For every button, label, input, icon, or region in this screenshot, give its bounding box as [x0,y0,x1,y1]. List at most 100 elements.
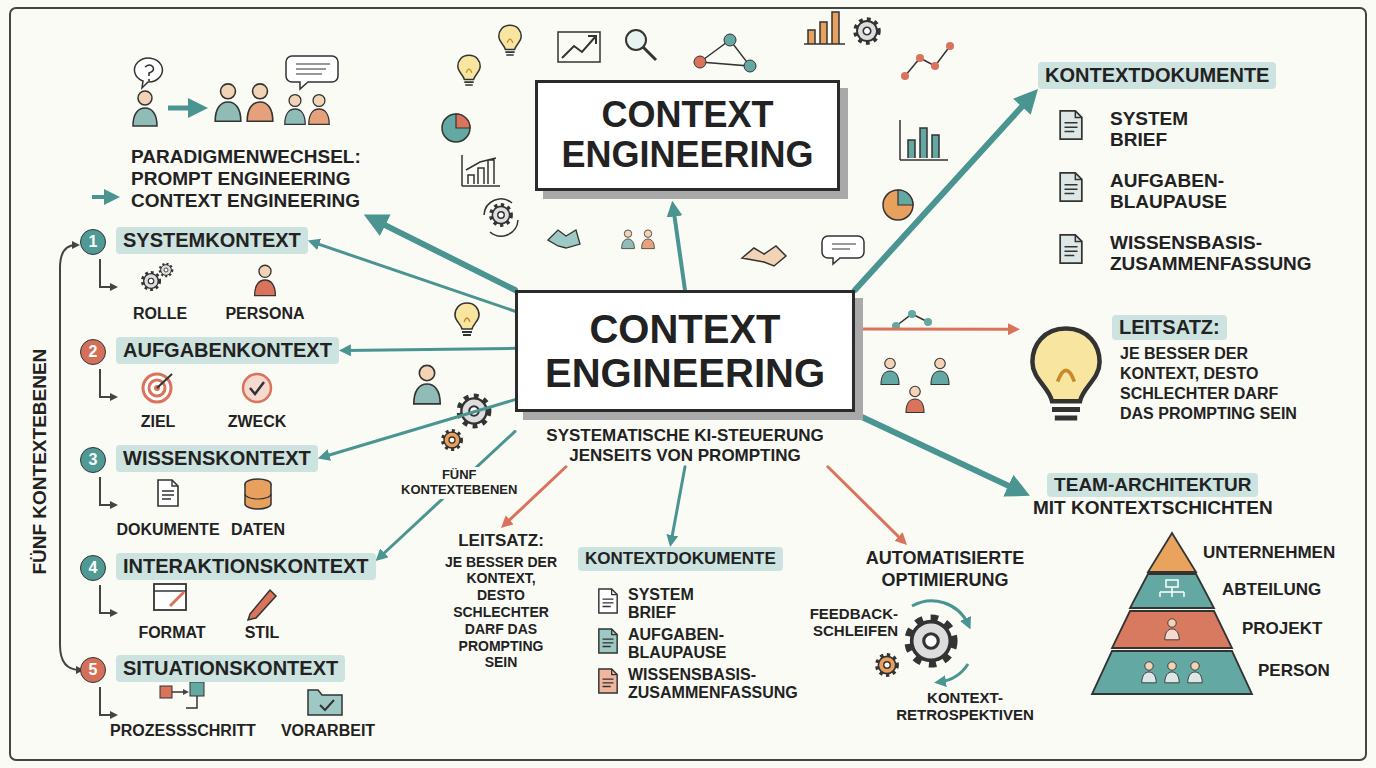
optimization-heading-text: AUTOMATISIERTE OPTIMIERUNG [853,548,1037,591]
item-label: WISSENSBASIS- ZUSAMMENFASSUNG [628,666,798,702]
connector-arrow [855,327,1014,330]
connector-arrow [671,467,685,541]
callout-number: 4 [80,555,106,581]
item-label: ZIEL [141,413,176,431]
principle-note-text: LEITSATZ: [1112,315,1227,340]
item-label: PROJEKT [1242,619,1322,638]
center-icons [906,386,924,412]
connector-arrow [828,467,903,541]
level-heading-text: WISSENSKONTEXT [123,447,311,470]
top-icons [916,54,924,62]
feedback-cycle [877,655,897,675]
top-icons [458,55,480,85]
sub-arrow [100,477,114,505]
pyramid [1188,662,1202,683]
sub-item-icons [154,590,186,592]
top-icons [622,230,635,249]
pyramid [1148,533,1196,572]
document-icons [599,589,617,613]
level-heading: WISSENSKONTEXT [116,445,318,472]
sub-item-icons [170,592,184,606]
principle-note-text: JE BESSER DER KONTEXT, DESTO SCHLECHTER … [443,554,559,672]
item-label: VORARBEIT [281,722,375,740]
connector-arrow [855,98,1030,290]
top-icons [822,236,864,264]
top-icons [931,62,939,70]
pyramid [1112,611,1232,648]
level-bracket [60,245,80,670]
sub-item-icons [190,682,204,696]
section-heading: KONTEXTDOKUMENTE [1038,62,1276,89]
people-scene [296,64,330,74]
paradigm-note-text: PROMPT ENGINEERING [131,168,361,190]
sub-item-icons [255,265,276,295]
callout-number-text: 2 [81,340,105,363]
item-label: STIL [245,624,280,642]
item-label: ZWECK [228,413,287,431]
document-icons [1060,173,1082,201]
paradigm-note-text: PARADIGMENWECHSEL: [131,146,361,168]
level-heading-text: AUFGABENKONTEXT [123,339,332,362]
central-box: CONTEXT ENGINEERINGSYSTEMATISCHE KI-STEU… [515,290,855,467]
item-label: PERSON [1258,661,1330,680]
callout-number: 3 [80,447,106,473]
top-icons [900,120,948,160]
people-scene [285,95,305,125]
callout-number: 5 [80,657,106,683]
document-icons [1060,111,1082,139]
people-scene [309,95,329,125]
top-icons [462,155,500,186]
item-label: AUFGABEN- BLAUPAUSE [1110,170,1227,213]
item-label: FEEDBACK- SCHLEIFEN [810,606,898,640]
feedback-cycle [909,619,954,664]
top-icons [898,190,913,205]
principle-note: LEITSATZ:JE BESSER DER KONTEXT, DESTO SC… [440,528,562,674]
item-label: FORMAT [138,624,205,642]
level-heading: AUFGABENKONTEXT [116,337,339,364]
document-icons [599,629,617,653]
connector-arrow [345,348,515,350]
center-icons [931,358,949,384]
leitsatz-bulb [1032,328,1099,418]
level-heading-text: SITUATIONSKONTEXT [123,657,338,680]
level-bracket [60,245,80,670]
level-heading: SYSTEMKONTEXT [116,227,308,254]
item-label: DOKUMENTE [116,521,219,539]
team-heading: TEAM-ARCHITEKTURMIT KONTEXTSCHICHTEN [1030,470,1276,522]
item-label: SYSTEM BRIEF [1110,108,1188,151]
top-icons [744,60,756,72]
item-label: DATEN [231,521,285,539]
feedback-cycle [912,601,968,624]
pyramid [1092,651,1252,694]
document-icons [1060,235,1082,263]
item-label: ABTEILUNG [1222,580,1321,599]
top-icons [548,230,580,248]
leitsatz-bulb [1032,328,1099,418]
top-icons [491,205,511,225]
people-scene [134,58,162,88]
team-heading-text: TEAM-ARCHITEKTUR [1047,473,1258,497]
people-scene [145,65,154,81]
paradigm-arrow [92,197,112,198]
sub-item-icons [308,690,342,715]
item-label: PROZESSSCHRITT [110,722,256,740]
sub-item-icons [243,374,271,402]
center-icons [443,431,462,450]
center-icons [455,303,479,335]
section-heading: KONTEXTDOKUMENTE [578,547,783,571]
item-label: AUFGABEN- BLAUPAUSE [628,626,726,662]
callout-number-text: 3 [81,448,105,471]
pyramid [1165,619,1179,640]
paradigm-note-text: CONTEXT ENGINEERING [131,190,361,212]
top-icons [484,199,518,236]
sub-item-icons [248,590,276,620]
sub-item-icons [158,480,178,506]
sub-item-icons [160,264,172,276]
people-scene [133,56,338,126]
top-icons [901,72,909,80]
level-heading: SITUATIONSKONTEXT [116,655,345,682]
top-icons [855,19,878,42]
people-scene [215,84,241,121]
callout-number-text: 4 [81,556,105,579]
connector-arrow [855,414,1019,491]
